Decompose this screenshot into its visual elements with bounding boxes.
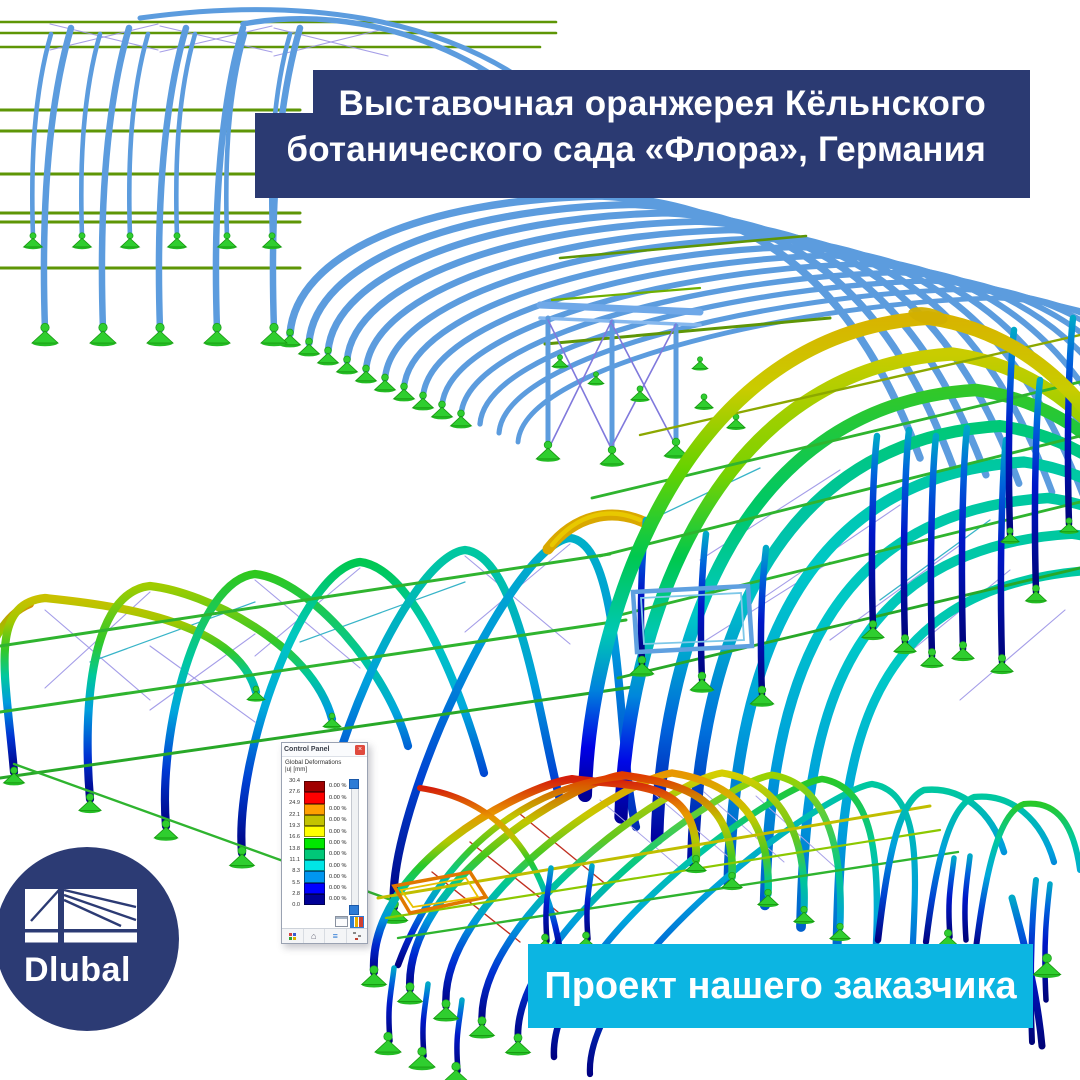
scale-value: 30.4 bbox=[289, 777, 300, 784]
tab-display[interactable]: ⌂ bbox=[304, 929, 325, 943]
scale-percent: 0.00 % bbox=[329, 839, 347, 846]
scale-color-band bbox=[304, 803, 325, 815]
panel-window-icon[interactable] bbox=[335, 916, 348, 927]
tab-results[interactable]: ≡ bbox=[325, 929, 347, 943]
scale-color-band bbox=[304, 792, 325, 804]
title-line-1: Выставочная оранжерея Кёльнского bbox=[338, 84, 986, 123]
scale-color-band bbox=[304, 826, 325, 838]
scale-value: 27.6 bbox=[289, 789, 300, 796]
result-type-line1: Global Deformations bbox=[285, 759, 342, 766]
scale-value: 0.0 bbox=[292, 902, 300, 909]
color-columns-icon[interactable] bbox=[350, 915, 364, 928]
scale-color-band bbox=[304, 894, 325, 906]
scale-value: 11.1 bbox=[289, 856, 300, 863]
title-line-2: ботанического сада «Флора», Германия bbox=[286, 130, 986, 169]
panel-tool-icons bbox=[282, 915, 367, 928]
scale-percent: 0.00 % bbox=[329, 783, 347, 790]
scale-value: 16.6 bbox=[289, 834, 300, 841]
scale-slider-handle[interactable] bbox=[349, 779, 359, 789]
scale-value: 22.1 bbox=[289, 811, 300, 818]
scale-value: 13.8 bbox=[289, 845, 300, 852]
scale-percent: 0.00 % bbox=[329, 873, 347, 880]
dlubal-logo: Dlubal bbox=[0, 847, 179, 1031]
scale-color-band bbox=[304, 837, 325, 849]
panel-tabs: ⌂ ≡ bbox=[282, 928, 367, 943]
control-panel-window[interactable]: Control Panel × Global Deformations |u| … bbox=[281, 742, 368, 944]
scale-percent: 0.00 % bbox=[329, 851, 347, 858]
bridge-icon bbox=[25, 886, 137, 946]
factors-tree-icon bbox=[353, 931, 356, 935]
scale-percent: 0.00 % bbox=[329, 817, 347, 824]
scale-slider-handle[interactable] bbox=[349, 905, 359, 915]
result-type-label: Global Deformations |u| [mm] bbox=[282, 757, 367, 773]
scale-value: 5.5 bbox=[292, 879, 300, 886]
color-spectrum-icon bbox=[288, 932, 292, 936]
scale-color-band bbox=[304, 814, 325, 827]
scale-percent: 0.00 % bbox=[329, 896, 347, 903]
scale-slider-track[interactable] bbox=[351, 779, 359, 913]
results-list-icon: ≡ bbox=[332, 930, 338, 941]
scale-color-band bbox=[304, 882, 325, 894]
scale-color-band bbox=[304, 848, 325, 861]
logo-wordmark: Dlubal bbox=[24, 951, 131, 989]
scale-percent: 0.00 % bbox=[329, 862, 347, 869]
customer-project-text: Проект нашего заказчика bbox=[544, 964, 1017, 1007]
control-panel-title: Control Panel bbox=[284, 746, 330, 753]
scale-color-band bbox=[304, 871, 325, 883]
scale-value: 8.3 bbox=[292, 868, 300, 875]
scale-color-band bbox=[304, 781, 325, 793]
scale-percent: 0.00 % bbox=[329, 828, 347, 835]
control-panel-titlebar[interactable]: Control Panel × bbox=[282, 743, 367, 757]
tab-factors[interactable] bbox=[347, 929, 368, 943]
scale-value: 2.8 bbox=[292, 890, 300, 897]
customer-project-banner: Проект нашего заказчика bbox=[528, 944, 1033, 1028]
title-banner-bg-main bbox=[313, 70, 1030, 198]
color-scale: 30.4 27.6 24.9 22.1 19.3 16.6 13.8 11.1 8.3 5.5 2.… bbox=[284, 775, 365, 915]
title-banner-bg-step bbox=[255, 113, 325, 198]
display-icon: ⌂ bbox=[311, 930, 317, 941]
result-type-line2: |u| [mm] bbox=[285, 766, 308, 773]
scale-percent: 0.00 % bbox=[329, 806, 347, 812]
scale-color-band bbox=[304, 860, 325, 872]
scale-value: 19.3 bbox=[289, 823, 300, 829]
scale-percent: 0.00 % bbox=[329, 885, 347, 892]
scale-percent: 0.00 % bbox=[329, 794, 347, 801]
scale-value: 24.9 bbox=[289, 800, 300, 807]
close-icon[interactable]: × bbox=[355, 744, 365, 755]
tab-color-spectrum[interactable] bbox=[282, 929, 304, 943]
